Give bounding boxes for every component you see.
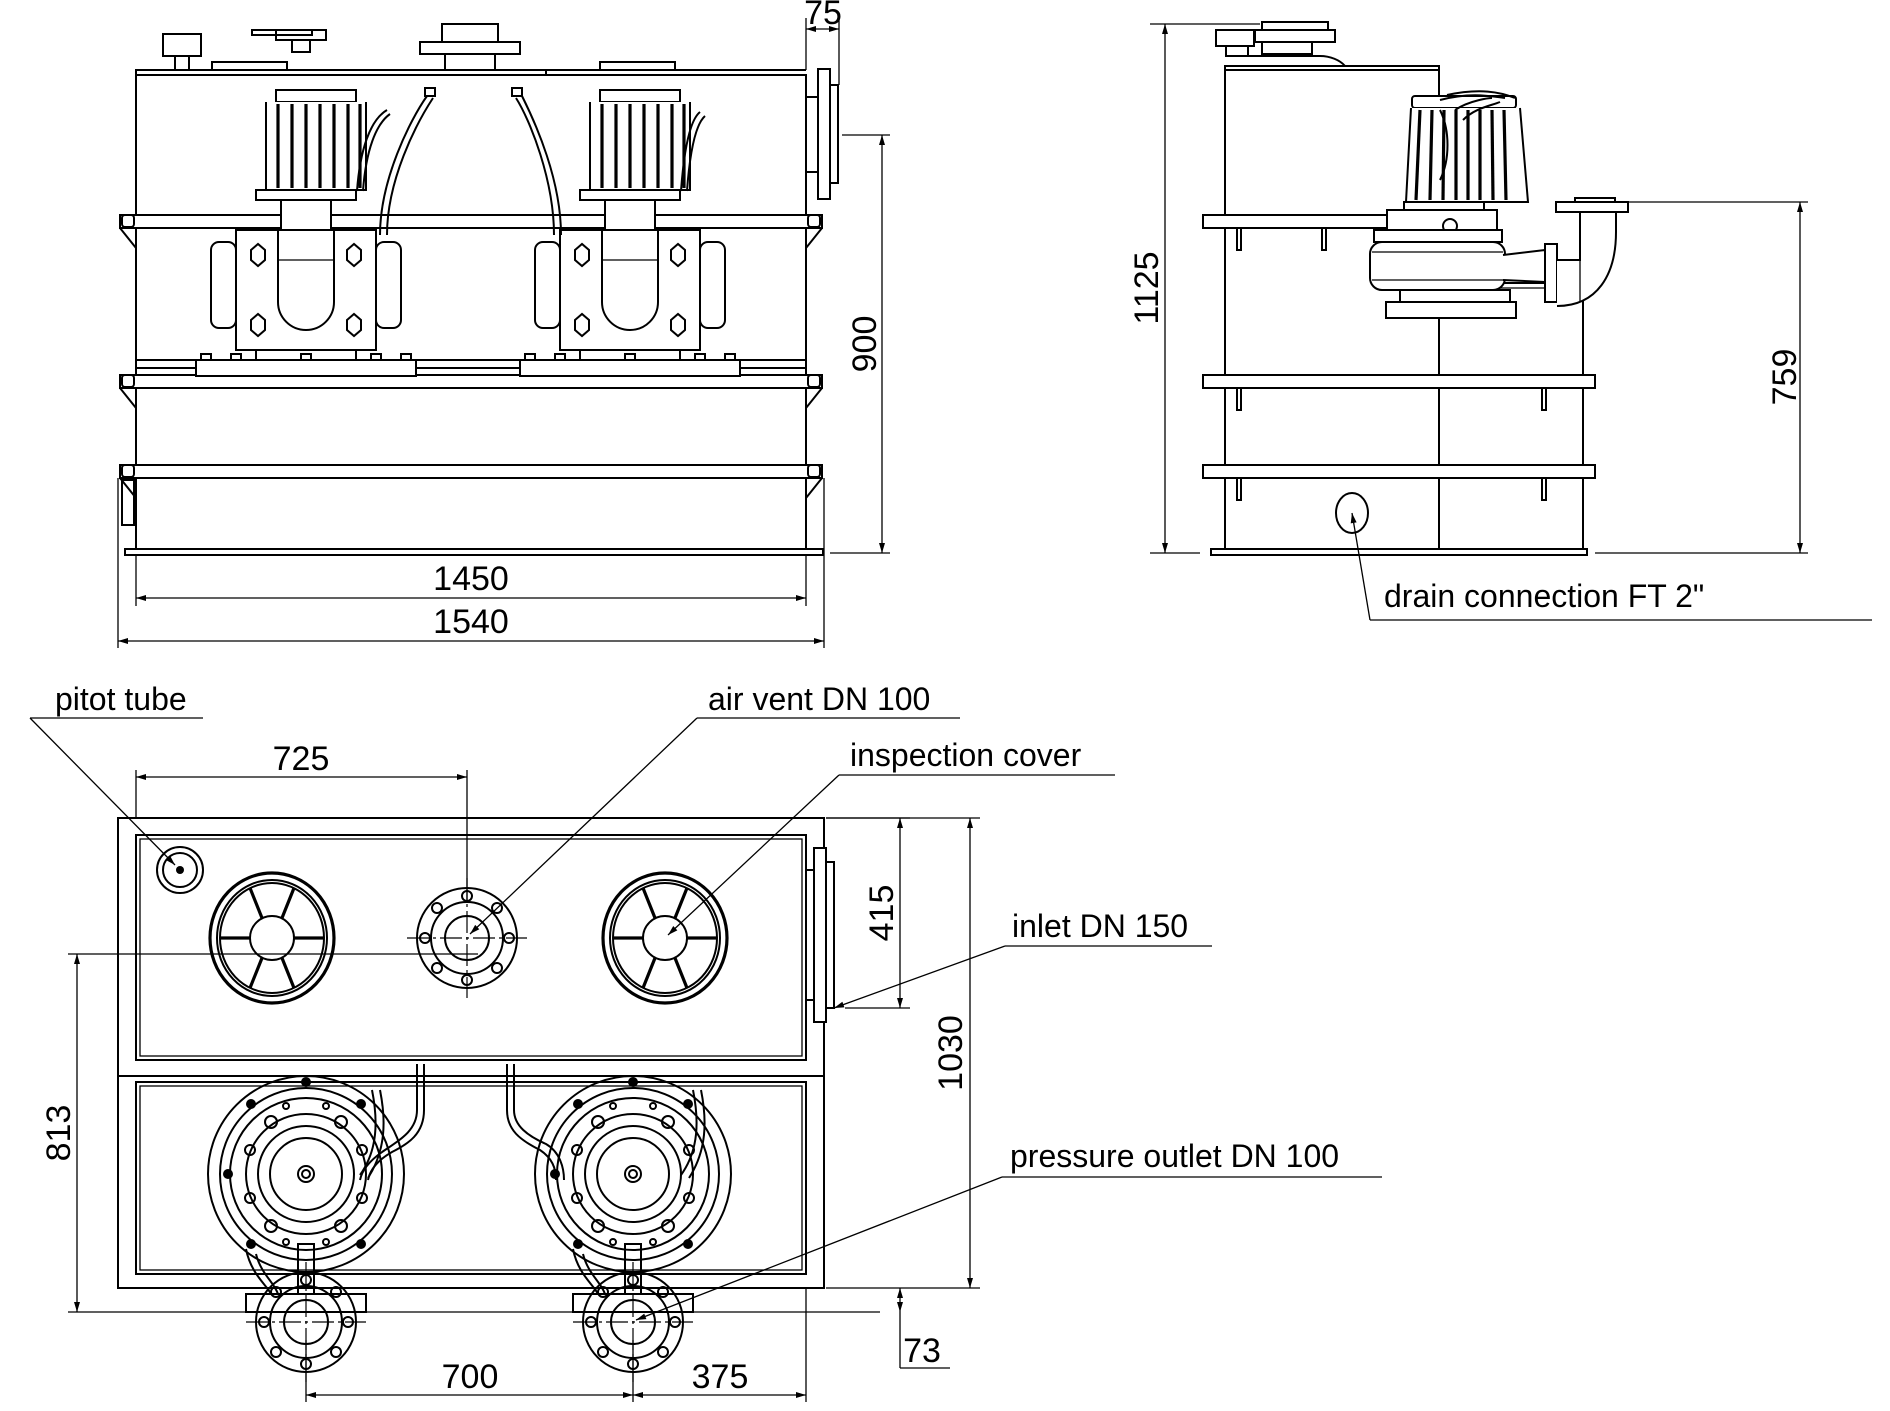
dim-outlet-height: 759 bbox=[1766, 349, 1804, 406]
dim-outlet-centerline: 813 bbox=[40, 1105, 78, 1162]
side-base-plate bbox=[1210, 548, 1588, 556]
inspection-cover-left-top bbox=[208, 871, 336, 1005]
dim-flange-depth: 75 bbox=[804, 0, 842, 32]
tank-outline-top bbox=[117, 817, 825, 1289]
label-air-vent: air vent DN 100 bbox=[708, 681, 930, 717]
label-pressure-outlet: pressure outlet DN 100 bbox=[1010, 1138, 1339, 1174]
pump-left-front bbox=[194, 88, 418, 378]
inspection-cover-right bbox=[599, 61, 676, 71]
tank-rim-lower bbox=[119, 464, 823, 526]
inspection-cover-right-top bbox=[601, 871, 729, 1005]
top-view: 725 415 1030 813 73 700 375 pitot tube bbox=[29, 681, 1382, 1402]
drain-connection bbox=[1335, 492, 1369, 534]
side-rim-middle bbox=[1202, 374, 1596, 389]
dim-inlet-offset: 415 bbox=[863, 885, 901, 942]
side-view: 1125 759 drain connection FT 2" bbox=[1128, 21, 1872, 621]
tank-rim-middle bbox=[119, 374, 823, 409]
inlet-flange-top bbox=[805, 847, 835, 1023]
label-pitot-tube: pitot tube bbox=[55, 681, 187, 717]
label-drain-connection: drain connection FT 2" bbox=[1384, 578, 1704, 614]
inlet-flange-front bbox=[805, 68, 839, 200]
dim-overall-height: 1125 bbox=[1128, 251, 1166, 324]
pitot-tube-cap bbox=[162, 33, 202, 57]
dim-base-width: 1540 bbox=[433, 603, 509, 641]
dim-outlet-projection: 73 bbox=[903, 1332, 941, 1370]
dim-overall-depth: 1030 bbox=[932, 1015, 970, 1091]
dim-inlet-height: 900 bbox=[846, 316, 884, 373]
base-plate bbox=[124, 548, 824, 556]
pitot-tube bbox=[156, 846, 204, 894]
side-rim-lower bbox=[1202, 464, 1596, 479]
label-inlet: inlet DN 150 bbox=[1012, 908, 1188, 944]
label-inspection-cover: inspection cover bbox=[850, 737, 1082, 773]
dim-tank-width: 1450 bbox=[433, 560, 509, 598]
dim-outlet-edge: 375 bbox=[692, 1358, 749, 1396]
dim-vent-offset: 725 bbox=[273, 740, 330, 778]
inspection-cover-left bbox=[211, 61, 288, 71]
dim-outlet-spacing: 700 bbox=[442, 1358, 499, 1396]
pump-side bbox=[1369, 95, 1629, 319]
front-view: 75 900 1450 1540 bbox=[117, 0, 890, 648]
